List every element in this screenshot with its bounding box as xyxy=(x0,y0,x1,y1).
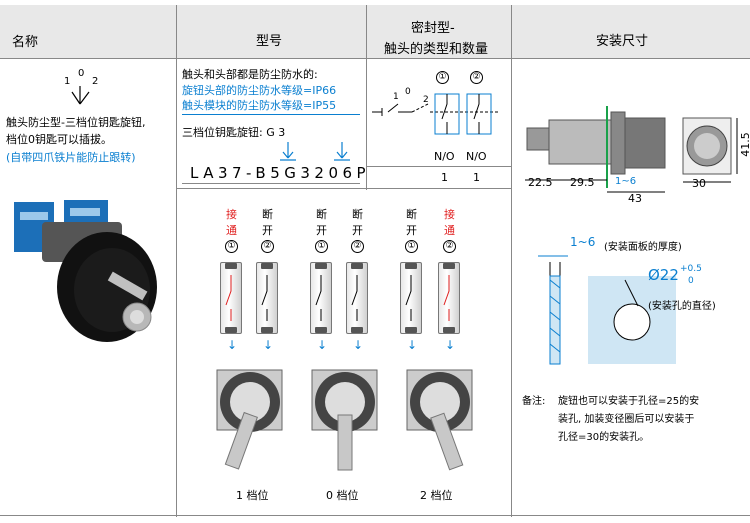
contact-sym-1: 1 xyxy=(393,92,399,102)
ip-underline xyxy=(182,114,360,115)
model-code: LA37-B5G3206P xyxy=(190,164,371,182)
tol-zero: 0 xyxy=(688,276,694,286)
state-label-bottom: 通 xyxy=(226,224,237,237)
contact-count-1: 1 xyxy=(441,171,448,184)
name-note: (自带四爪铁片能防止跟转) xyxy=(6,151,136,164)
model-title: 触头和头部都是防尘防水的: xyxy=(182,68,318,81)
dim-22-5: 22.5 xyxy=(528,176,553,189)
contact-number: ① xyxy=(315,240,328,253)
dim-29-5: 29.5 xyxy=(570,176,595,189)
contact-type-1: N/O xyxy=(434,150,455,163)
switch-symbol-icon xyxy=(71,86,90,105)
note-line-1: 旋钮也可以安装于孔径=25的安 xyxy=(558,396,700,407)
contact-number: ① xyxy=(225,240,238,253)
contact-num-2: ② xyxy=(470,71,483,84)
dim-41-5: 41.5 xyxy=(738,132,750,157)
down-arrow-icon: ↓ xyxy=(263,338,274,352)
contact-block xyxy=(310,262,332,334)
note-line-3: 孔径=30的安装孔。 xyxy=(558,432,650,443)
contact-diagram-icon xyxy=(372,93,498,135)
ip-module: 触头模块的防尘防水等级=IP55 xyxy=(182,99,337,112)
down-arrow-icon: ↓ xyxy=(407,338,418,352)
switch-face-3 xyxy=(406,369,473,471)
panel-range: 1~6 xyxy=(570,235,596,249)
header-sealed-line2: 触头的类型和数量 xyxy=(384,42,489,57)
state-label-bottom: 开 xyxy=(352,224,363,237)
note-line-2: 装孔, 加装变径圈后可以安装于 xyxy=(558,414,695,425)
state-label-top: 接 xyxy=(226,208,237,221)
switch-face-2 xyxy=(311,369,378,471)
state-label-top: 断 xyxy=(352,208,363,221)
contact-sym-0: 0 xyxy=(405,87,411,97)
switch-label: 三档位钥匙旋钮: G 3 xyxy=(182,126,286,139)
ip-head: 旋钮头部的防尘防水等级=IP66 xyxy=(182,84,337,97)
contact-number: ① xyxy=(405,240,418,253)
tol-plus: +0.5 xyxy=(680,264,702,274)
table-header: 名称 型号 密封型- 触头的类型和数量 安装尺寸 xyxy=(0,5,750,58)
switch-faces xyxy=(216,369,473,471)
state-label-bottom: 开 xyxy=(262,224,273,237)
header-bottom-line xyxy=(0,58,750,59)
dim-43: 43 xyxy=(628,192,642,205)
state-label-top: 接 xyxy=(444,208,455,221)
contact-block xyxy=(438,262,460,334)
col-divider-2 xyxy=(366,5,367,190)
model-arrows-icon xyxy=(280,142,350,161)
state-label-top: 断 xyxy=(262,208,273,221)
dimension-drawing xyxy=(525,106,738,193)
row-divider xyxy=(176,188,512,189)
contact-type-2: N/O xyxy=(466,150,487,163)
dim-30: 30 xyxy=(692,177,706,190)
hole-diameter: Ø22 xyxy=(648,266,679,284)
header-name: 名称 xyxy=(12,35,39,50)
state-label-bottom: 开 xyxy=(406,224,417,237)
state-label-top: 断 xyxy=(406,208,417,221)
down-arrow-icon: ↓ xyxy=(227,338,238,352)
symbol-0: 0 xyxy=(78,68,85,79)
hole-note: (安装孔的直径) xyxy=(648,301,716,312)
contact-type-underline xyxy=(366,166,511,167)
header-sealed-line1: 密封型- xyxy=(411,21,455,36)
col-divider-3 xyxy=(511,5,512,517)
symbol-2: 2 xyxy=(92,76,99,87)
state-label-bottom: 开 xyxy=(316,224,327,237)
pos-label-2: 2 档位 xyxy=(420,489,453,502)
contact-block xyxy=(220,262,242,334)
contact-sym-2: 2 xyxy=(423,95,429,105)
col-divider-1 xyxy=(176,5,177,517)
contact-block xyxy=(346,262,368,334)
table-bottom-line xyxy=(0,515,750,516)
contact-number: ② xyxy=(261,240,274,253)
panel-diagram xyxy=(538,255,676,365)
state-label-bottom: 通 xyxy=(444,224,455,237)
switch-face-1 xyxy=(216,369,283,470)
down-arrow-icon: ↓ xyxy=(445,338,456,352)
note-label: 备注: xyxy=(522,396,546,407)
model-code-underline xyxy=(182,183,360,184)
dim-1-6: 1~6 xyxy=(615,176,637,187)
pos-label-1: 1 档位 xyxy=(236,489,269,502)
panel-note: (安装面板的厚度) xyxy=(604,242,682,253)
contact-num-1: ① xyxy=(436,71,449,84)
state-label-top: 断 xyxy=(316,208,327,221)
name-description-2: 档位0钥匙可以插拔。 xyxy=(6,133,112,146)
product-photo xyxy=(14,200,157,342)
symbol-1: 1 xyxy=(64,76,71,87)
contact-block xyxy=(256,262,278,334)
contact-block xyxy=(400,262,422,334)
contact-count-2: 1 xyxy=(473,171,480,184)
pos-label-0: 0 档位 xyxy=(326,489,359,502)
header-model: 型号 xyxy=(256,34,283,49)
contact-number: ② xyxy=(443,240,456,253)
contact-number: ② xyxy=(351,240,364,253)
name-description-1: 触头防尘型-三档位钥匙旋钮, xyxy=(6,116,146,129)
down-arrow-icon: ↓ xyxy=(317,338,328,352)
down-arrow-icon: ↓ xyxy=(353,338,364,352)
header-dimensions: 安装尺寸 xyxy=(596,34,649,49)
